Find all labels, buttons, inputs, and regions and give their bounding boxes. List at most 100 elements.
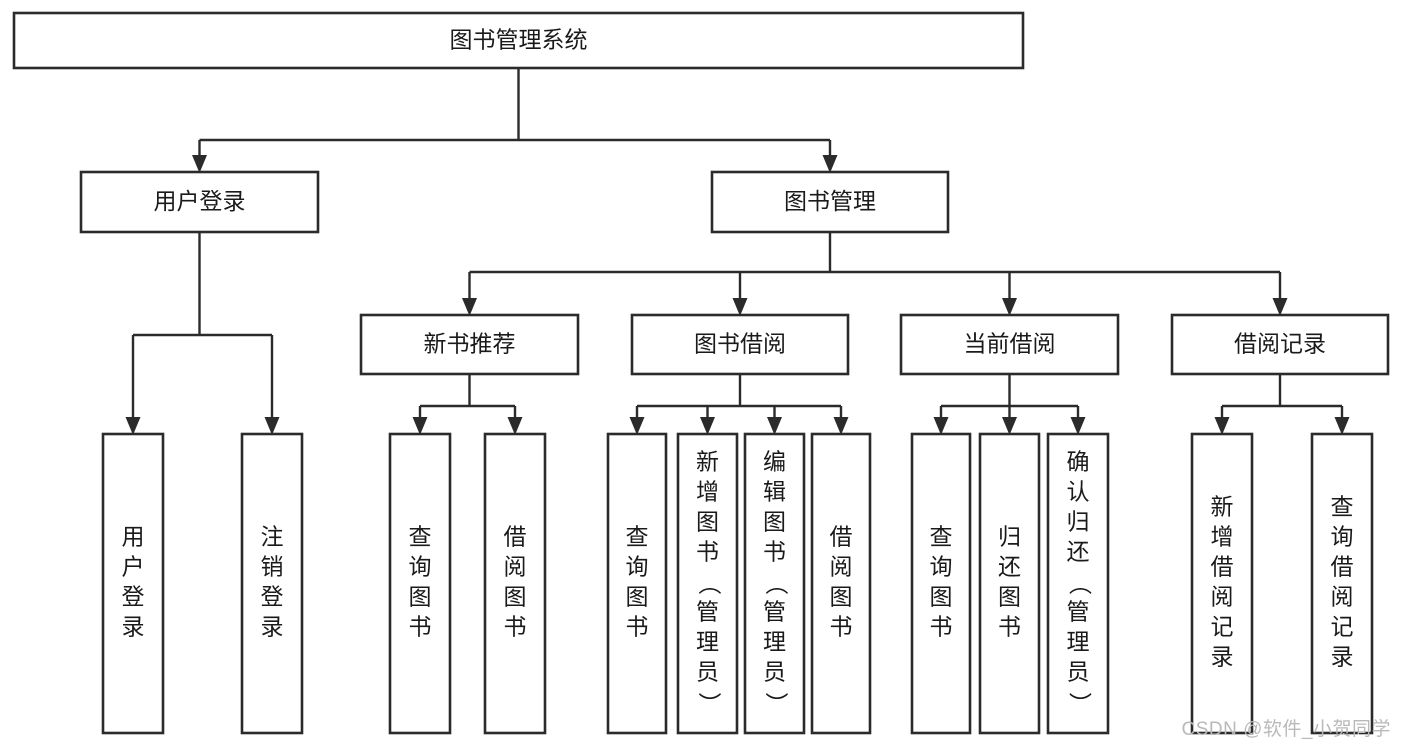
- node-label-char: 阅: [1211, 584, 1234, 610]
- node-box[interactable]: [12, 11, 1025, 70]
- node-l10[interactable]: 归还图书归还图书: [977, 0, 1041, 735]
- node-label: 新书推荐: [424, 331, 516, 357]
- node-label-char: 阅: [830, 554, 853, 580]
- node-l13[interactable]: 查询借阅记录查询借阅记录: [1294, 0, 1390, 735]
- node-label-char: ）: [696, 692, 722, 715]
- node-label-char: 管: [696, 599, 719, 625]
- node-label-char: 员: [696, 659, 719, 685]
- node-box[interactable]: [483, 432, 547, 735]
- node-label-char: 图: [830, 584, 853, 610]
- node-label-char: 理: [696, 629, 719, 655]
- arrow-head-icon: [264, 417, 280, 435]
- node-box[interactable]: [240, 432, 304, 735]
- node-label-char: 新: [1211, 494, 1234, 520]
- node-label-char: 借: [830, 524, 853, 550]
- connector-group-borrow: [629, 374, 849, 435]
- node-label-char: 借: [504, 524, 527, 550]
- node-bookmgmt[interactable]: 图书管理: [710, 170, 950, 234]
- node-current[interactable]: 当前借阅: [899, 313, 1120, 376]
- node-label-char: 图: [998, 584, 1021, 610]
- node-label-char: 书: [830, 614, 853, 640]
- node-l9[interactable]: 查询图书查询图书: [909, 0, 973, 735]
- node-l2[interactable]: 注销登录注销登录: [240, 0, 304, 735]
- node-label-char: 书: [626, 614, 649, 640]
- node-l3[interactable]: 查询图书查询图书: [388, 0, 452, 735]
- node-label-char: 询: [626, 554, 649, 580]
- node-label: 用户登录: [154, 188, 246, 214]
- node-login[interactable]: 用户登录: [79, 170, 320, 234]
- node-label-char: 阅: [1331, 584, 1354, 610]
- node-label: 当前借阅: [964, 331, 1056, 357]
- arrow-head-icon: [1272, 298, 1288, 316]
- node-label-char: 查: [930, 524, 953, 550]
- node-label-char: 录: [1331, 644, 1354, 670]
- node-box[interactable]: [1310, 432, 1374, 735]
- node-label-char: 记: [1331, 614, 1354, 640]
- arrow-head-icon: [1002, 417, 1017, 435]
- node-label-char: 询: [409, 554, 432, 580]
- node-label-char: 查: [626, 524, 649, 550]
- node-box[interactable]: [1046, 432, 1110, 735]
- node-box[interactable]: [899, 313, 1120, 376]
- arrow-head-icon: [125, 417, 141, 435]
- node-label-char: 图: [696, 509, 719, 535]
- arrow-head-icon: [462, 298, 477, 316]
- node-l4[interactable]: 借阅图书借阅图书: [483, 0, 547, 735]
- node-label-char: 新: [696, 449, 719, 475]
- arrow-head-icon: [1070, 417, 1086, 435]
- node-label-char: 图: [763, 509, 786, 535]
- node-box[interactable]: [1170, 313, 1390, 376]
- node-label-char: 员: [763, 659, 786, 685]
- node-box[interactable]: [676, 432, 739, 735]
- node-l12[interactable]: 新增借阅记录新增借阅记录: [1174, 0, 1270, 735]
- node-box[interactable]: [79, 170, 320, 234]
- node-label-char: 图: [504, 584, 527, 610]
- node-l8[interactable]: 借阅图书借阅图书: [809, 0, 873, 735]
- node-label-char: （: [1067, 572, 1093, 595]
- node-box[interactable]: [606, 432, 668, 735]
- node-label-char: 图: [409, 584, 432, 610]
- node-label-char: 管: [763, 599, 786, 625]
- node-label-char: 书: [930, 614, 953, 640]
- node-box[interactable]: [630, 313, 850, 376]
- node-label-char: 图: [626, 584, 649, 610]
- arrow-head-icon: [933, 417, 949, 435]
- node-label-char: 书: [998, 614, 1021, 640]
- node-label-char: 书: [504, 614, 527, 640]
- node-label-char: 查: [409, 524, 432, 550]
- node-label-char: 辑: [763, 479, 786, 505]
- node-label-char: 书: [409, 614, 432, 640]
- node-box[interactable]: [743, 432, 806, 735]
- node-label-char: ）: [1067, 692, 1093, 715]
- node-label-char: 登: [122, 584, 145, 610]
- node-box[interactable]: [978, 432, 1041, 735]
- node-box[interactable]: [910, 432, 972, 735]
- node-box[interactable]: [359, 313, 580, 376]
- node-box[interactable]: [388, 432, 452, 735]
- node-box[interactable]: [1190, 432, 1254, 735]
- node-l1[interactable]: 用户登录用户登录: [101, 0, 165, 735]
- node-root[interactable]: 图书管理系统: [12, 11, 1025, 70]
- node-borrow[interactable]: 图书借阅: [630, 313, 850, 376]
- node-records[interactable]: 借阅记录: [1170, 313, 1390, 376]
- node-box[interactable]: [710, 170, 950, 234]
- node-label-char: 还: [998, 554, 1021, 580]
- node-box[interactable]: [101, 432, 165, 735]
- node-label-char: 员: [1067, 659, 1090, 685]
- node-box[interactable]: [810, 432, 872, 735]
- node-label-char: 书: [763, 539, 786, 565]
- node-newbook[interactable]: 新书推荐: [359, 313, 580, 376]
- node-label-char: 询: [930, 554, 953, 580]
- node-label-char: 认: [1067, 479, 1090, 505]
- node-l5[interactable]: 查询图书查询图书: [605, 0, 669, 735]
- node-label-char: 增: [696, 479, 719, 505]
- node-label-char: ）: [763, 692, 789, 715]
- node-label-char: 记: [1211, 614, 1234, 640]
- node-label-char: 查: [1331, 494, 1354, 520]
- arrow-head-icon: [822, 155, 838, 173]
- node-label-char: （: [696, 572, 722, 595]
- arrow-head-icon: [1002, 298, 1017, 316]
